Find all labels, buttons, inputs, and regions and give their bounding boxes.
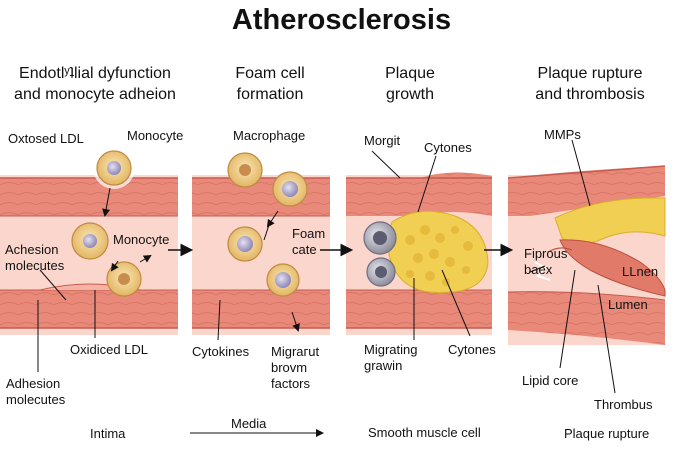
stage-4-heading-line2: and thrombosis [535,86,645,103]
stage-2-heading-line1: Foam cell [235,65,305,82]
label-migraput-factors: Migraгut brovm factors [271,344,319,392]
bottom-label-intima: Intima [90,426,126,441]
stage-1-heading-line2: and monocyte adheion [14,86,176,103]
lower-wall-2 [192,290,330,328]
vessel-panel-4 [507,165,666,345]
label-lipid-core: Lipid core [522,373,579,388]
label-migrating-grawin: Migrating grawin [364,342,417,374]
label-macrophage: Macrophage [233,128,306,143]
label-adhesion-line1: Adhesion [6,376,61,391]
label-fibrous-line1: Fiprous [524,246,568,261]
label-migraput-line1: Migraгut [271,344,320,359]
label-migrating-line2: grawin [364,358,403,373]
upper-wall-4 [508,166,665,216]
bottom-label-plaque-rupture: Plaque rupture [564,426,650,441]
migrating-cell-1 [363,221,397,255]
thrombus-shape [559,239,666,297]
lower-wall-1 [0,290,178,328]
bottom-label-smooth-muscle: Smooth muscle cell [368,425,481,440]
macrophage-cell-2 [272,171,308,207]
stage-4-heading: Plaque rupture and thrombosis [505,63,675,105]
macrophage-cell-1 [227,152,263,188]
upper-wall-3 [346,172,492,216]
stage-1-heading-line1: Endotlʸʇlial dyfunction [19,65,171,82]
label-cytones-bottom: Cytones [448,342,496,357]
label-adhesion-line2: molecutes [6,392,66,407]
stage-3-heading-line1: Plaque [385,65,435,82]
upper-wall-2 [192,178,330,216]
label-achesion-line2: molecutes [5,258,65,273]
lower-wall-3 [346,290,492,328]
foam-cell-2 [266,263,300,297]
label-achesion-line1: Achesion [5,242,59,257]
monocyte-cell-top [93,147,135,189]
label-cytokines: Cytokines [192,344,250,359]
label-migraput-line2: brovm [271,360,308,375]
label-achesion-molecutes: Achesion molecutes [5,242,64,274]
label-monocyte-mid: Monocyte [113,232,170,247]
leader-lines [37,139,616,437]
stage-3-heading: Plaque growth [350,63,470,105]
label-foam-line1: Foam [292,226,326,241]
label-foam-line2: cate [292,242,317,257]
label-oxidiced-ldl: Oxidiced LDL [70,342,149,357]
label-llnen: LLnen [622,264,659,279]
label-lumen: Lumen [608,297,648,312]
label-migrating-line1: Migrating [364,342,418,357]
label-migraput-line3: factors [271,376,311,391]
foam-cell-1 [227,226,263,262]
label-thrombus: Thrombus [594,397,653,412]
label-monocyte-top: Monocyte [127,128,184,143]
upper-wall-1 [0,178,178,216]
label-mmps: MMPs [544,127,581,142]
label-morgit: Morgit [364,133,401,148]
stage-2-heading: Foam cell formation [200,63,340,105]
stage-2-heading-line2: formation [236,86,304,103]
vessel-panel-2 [192,175,330,335]
stage-1-heading: Endotlʸʇlial dyfunction and monocyte adh… [0,63,190,105]
label-fibrous-line2: baex [524,262,553,277]
stage-3-heading-line2: growth [385,86,435,103]
page-title: Atherosclerosis [231,4,452,36]
stage-4-heading-line1: Plaque rupture [537,65,643,82]
label-oxtosed-ldl: Oxtosed LDL [8,131,84,146]
lower-wall-4 [508,291,665,345]
label-cytones-top: Cytones [424,140,472,155]
vessel-panel-3 [346,172,492,335]
monocyte-cell-mid [71,222,109,260]
label-fibrous-cap: Fiprous baex [524,246,567,278]
bottom-label-media: Media [231,416,267,431]
label-foam-cate: Foam cate [292,226,325,258]
monocyte-cell-adhered [106,261,142,297]
label-adhesion-molecutes: Adhesion molecutes [6,376,65,408]
migrating-cell-2 [366,257,396,287]
